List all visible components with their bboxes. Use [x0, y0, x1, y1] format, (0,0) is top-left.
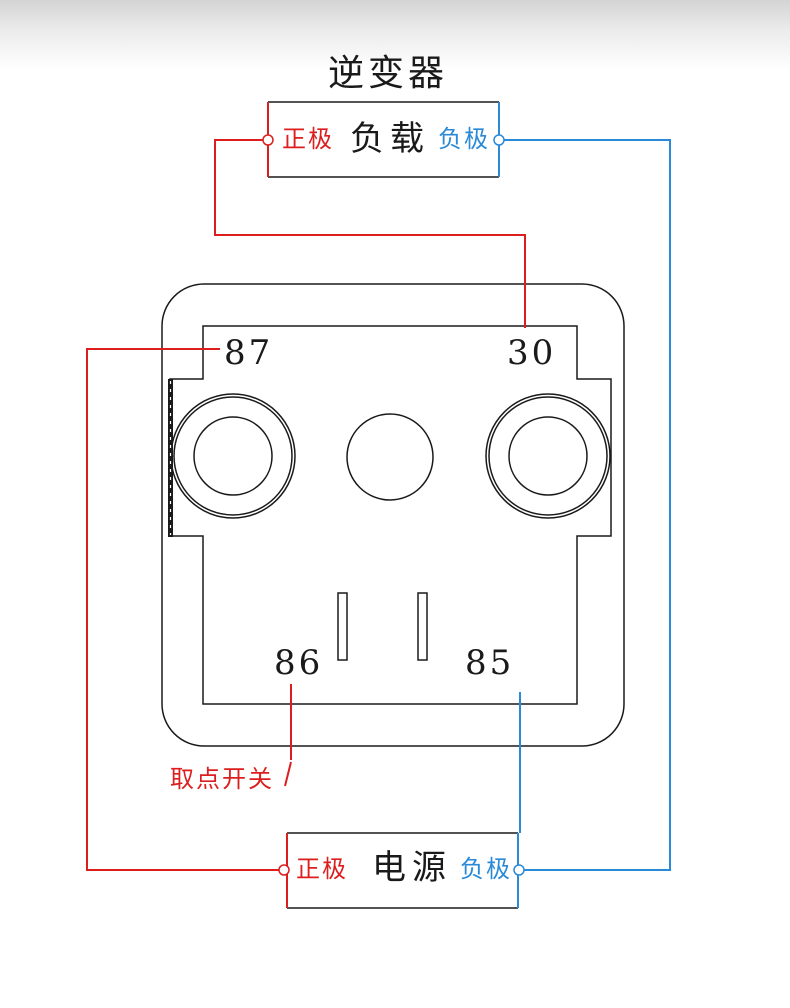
wire-load-negative-to-power-negative [504, 139, 671, 871]
load-negative-terminal-icon [493, 134, 505, 146]
power-negative-label: 负极 [460, 855, 512, 883]
load-positive-terminal-icon [262, 134, 274, 146]
load-positive-label: 正极 [282, 125, 334, 153]
diagram-title: 逆变器 [328, 53, 449, 94]
side-rail [168, 379, 173, 537]
power-negative-terminal-icon [513, 864, 525, 876]
pin-87-label: 87 [224, 333, 274, 373]
left-mount-inner-ring [193, 416, 273, 496]
blade-left [337, 592, 348, 661]
right-mount-outer-ring [485, 393, 611, 519]
top-shadow-band [0, 0, 790, 70]
pin-86-label: 86 [274, 643, 324, 683]
load-box [262, 101, 505, 178]
blade-right [417, 592, 428, 661]
center-hole [346, 413, 434, 501]
switch-lever [284, 761, 292, 787]
power-label: 电源 [372, 848, 452, 888]
wire-load-positive-to-pin30 [214, 139, 526, 328]
left-mount-outer-ring [170, 393, 296, 519]
power-box [278, 832, 525, 909]
right-mount-inner-ring [508, 416, 588, 496]
load-negative-label: 负极 [438, 125, 490, 153]
load-label: 负载 [350, 119, 430, 159]
power-positive-terminal-icon [278, 864, 290, 876]
pin-85-label: 85 [465, 643, 515, 683]
power-positive-label: 正极 [296, 855, 348, 883]
relay-body [161, 283, 625, 747]
pin-30-label: 30 [507, 333, 557, 373]
switch-label: 取点开关 [170, 765, 274, 793]
wire-pin87-to-power-positive [86, 348, 279, 871]
